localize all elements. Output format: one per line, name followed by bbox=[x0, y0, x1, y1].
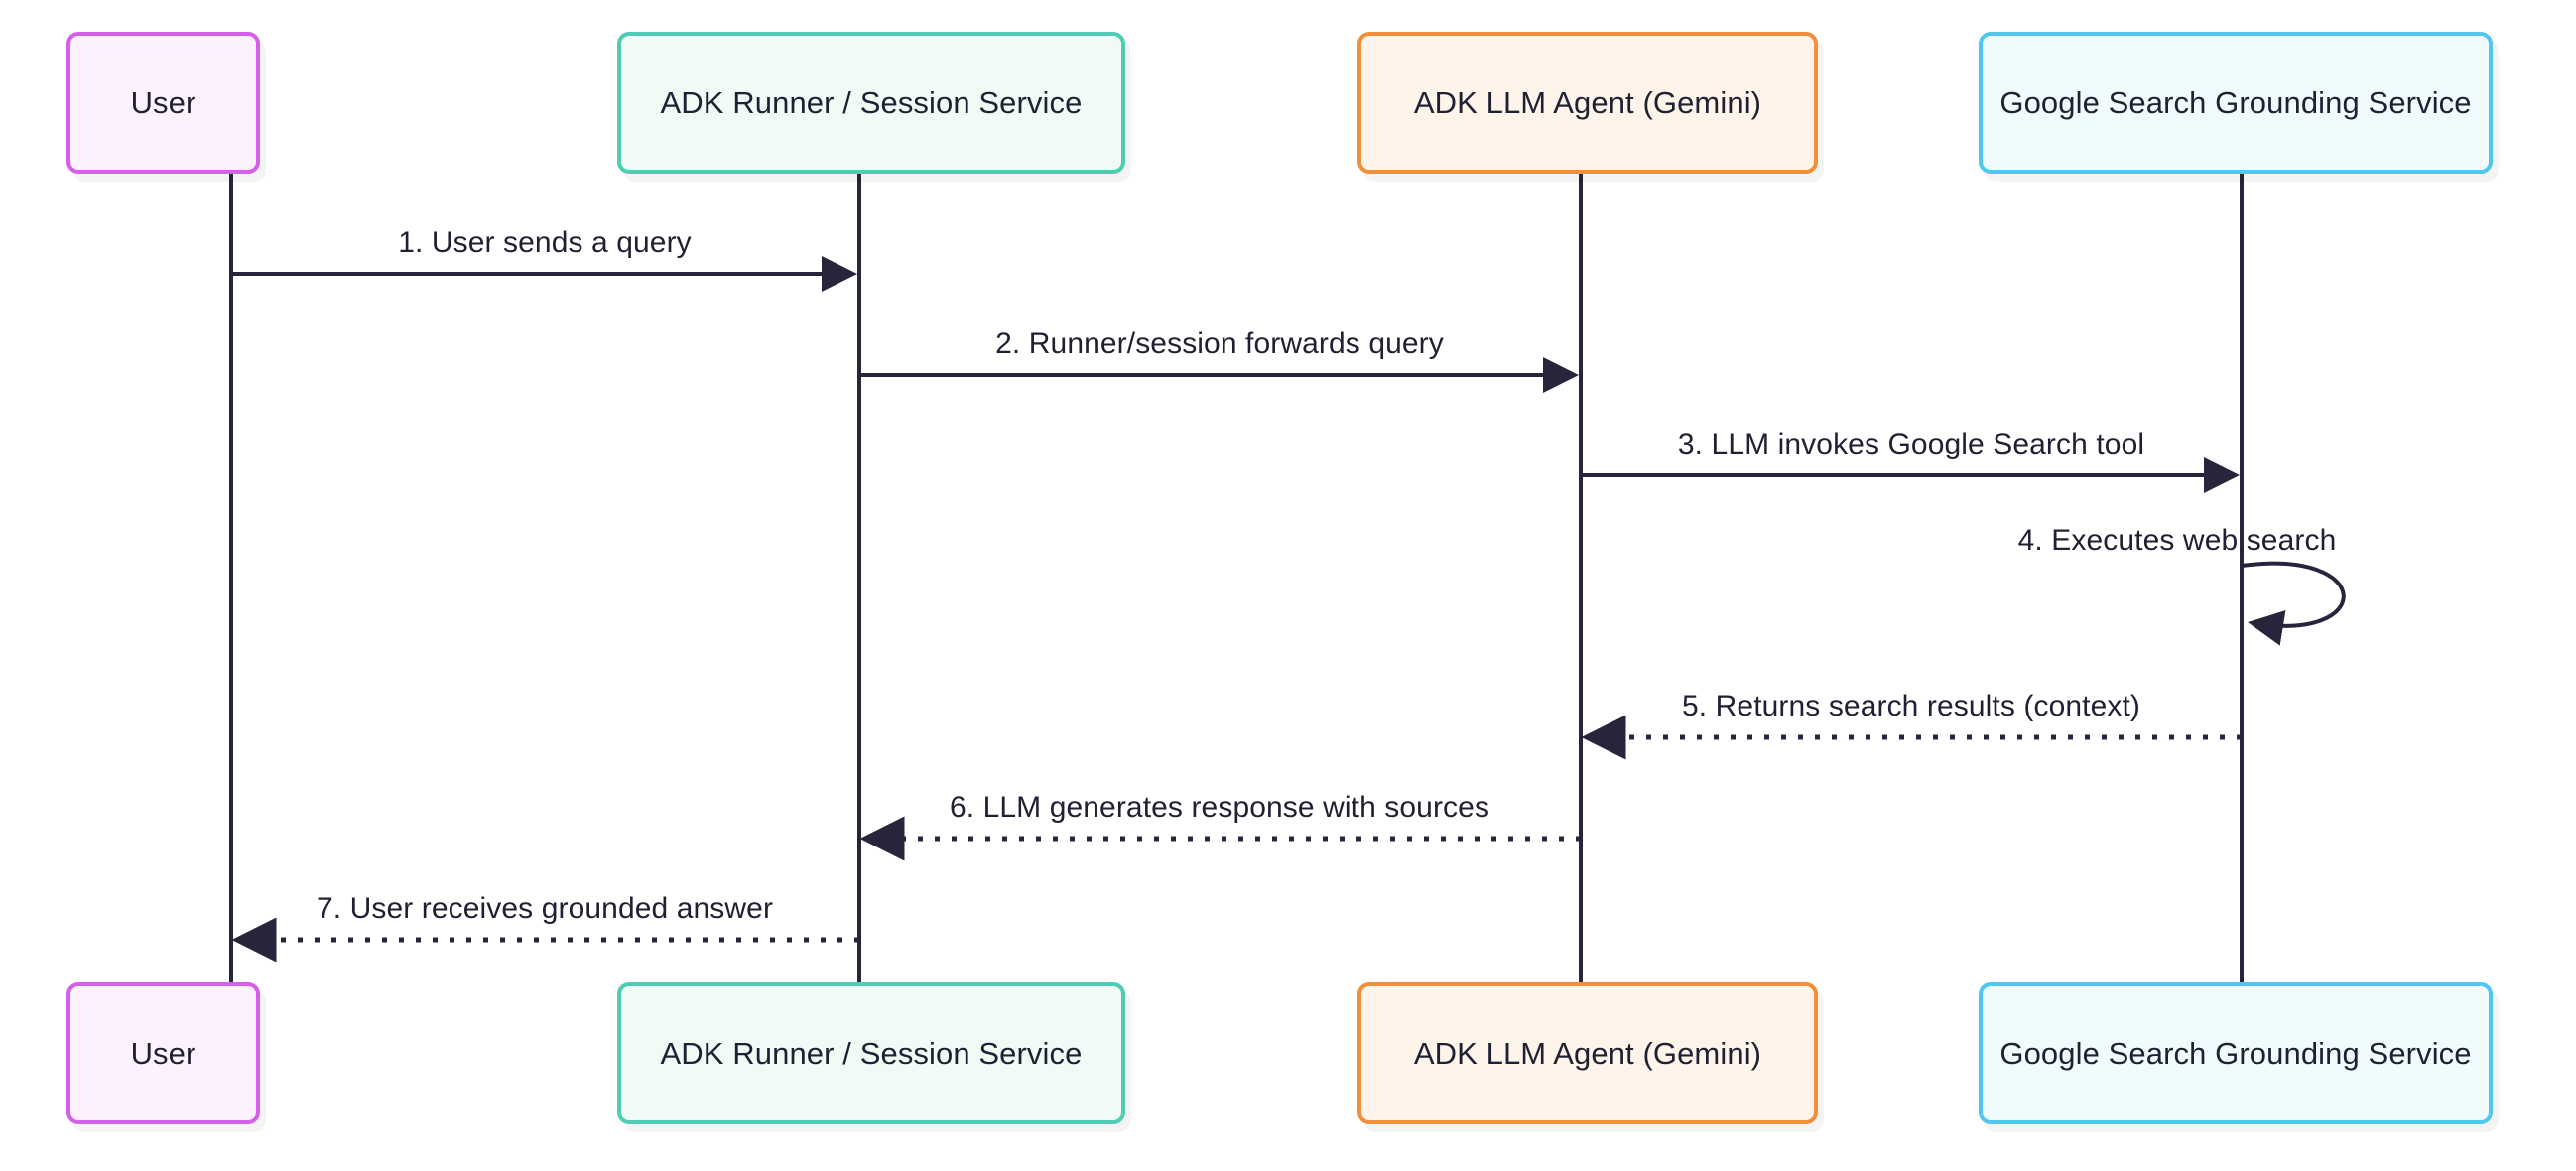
participant-agent-bottom[interactable]: ADK LLM Agent (Gemini) bbox=[1357, 982, 1818, 1124]
lifeline-group bbox=[229, 174, 2244, 982]
self-message-arrow-4[interactable] bbox=[2241, 561, 2346, 646]
participant-label: ADK Runner / Session Service bbox=[660, 85, 1083, 120]
message-label-7: 7. User receives grounded answer bbox=[316, 892, 774, 925]
participant-search-bottom[interactable]: Google Search Grounding Service bbox=[1979, 982, 2493, 1124]
participant-user-bottom[interactable]: User bbox=[66, 982, 260, 1124]
participant-label: User bbox=[130, 1036, 196, 1071]
participant-search-top[interactable]: Google Search Grounding Service bbox=[1979, 32, 2493, 174]
participant-agent-top[interactable]: ADK LLM Agent (Gemini) bbox=[1357, 32, 1818, 174]
participant-label: User bbox=[130, 85, 196, 120]
message-arrow-group bbox=[231, 256, 2346, 963]
message-label-6: 6. LLM generates response with sources bbox=[949, 791, 1490, 824]
message-label-3: 3. LLM invokes Google Search tool bbox=[1677, 428, 2145, 460]
message-label-4: 4. Executes web search bbox=[2017, 524, 2337, 557]
participant-label: Google Search Grounding Service bbox=[1999, 85, 2472, 120]
participant-label: ADK LLM Agent (Gemini) bbox=[1413, 85, 1762, 120]
participant-runner-top[interactable]: ADK Runner / Session Service bbox=[617, 32, 1125, 174]
message-label-2: 2. Runner/session forwards query bbox=[995, 327, 1444, 360]
participant-runner-bottom[interactable]: ADK Runner / Session Service bbox=[617, 982, 1125, 1124]
message-label-5: 5. Returns search results (context) bbox=[1681, 690, 2141, 722]
participant-label: ADK LLM Agent (Gemini) bbox=[1413, 1036, 1762, 1071]
participant-user-top[interactable]: User bbox=[66, 32, 260, 174]
message-label-1: 1. User sends a query bbox=[398, 226, 692, 259]
participant-label: Google Search Grounding Service bbox=[1999, 1036, 2472, 1071]
participant-label: ADK Runner / Session Service bbox=[660, 1036, 1083, 1071]
